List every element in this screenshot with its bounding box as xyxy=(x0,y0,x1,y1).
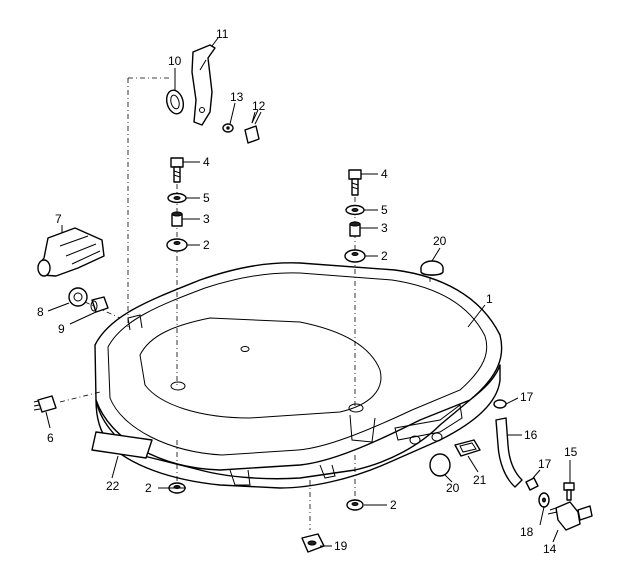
callout-10: 10 xyxy=(168,54,182,68)
callout-17: 17 xyxy=(520,390,534,404)
leader-lines xyxy=(45,37,571,547)
clip-17-upper xyxy=(493,399,507,409)
callout-8: 8 xyxy=(37,305,44,319)
callout-3: 3 xyxy=(381,221,388,235)
callout-20: 20 xyxy=(433,234,447,248)
grommet-10 xyxy=(165,89,185,115)
grommet-2-bottom-right xyxy=(346,499,364,511)
callout-7: 7 xyxy=(55,212,62,226)
bushing-8 xyxy=(68,287,88,307)
callout-3: 3 xyxy=(203,212,210,226)
callout-5: 5 xyxy=(203,191,210,205)
callout-18: 18 xyxy=(520,525,534,539)
bolt-4-left xyxy=(170,157,184,183)
washer-5-left xyxy=(167,192,187,204)
callout-5: 5 xyxy=(381,203,388,217)
collar-9 xyxy=(90,296,109,313)
clip-17-lower xyxy=(525,477,539,491)
callout-13: 13 xyxy=(230,90,244,104)
bolt-4-right xyxy=(348,169,362,196)
plug-20-lower xyxy=(429,453,451,477)
latch-hook xyxy=(191,44,216,126)
plug-20-upper xyxy=(420,260,444,276)
screw-12 xyxy=(244,109,262,144)
washer-18 xyxy=(538,492,550,508)
callout-2: 2 xyxy=(381,249,388,263)
callout-22: 22 xyxy=(106,479,120,493)
washer-13 xyxy=(222,123,234,133)
fitting-6 xyxy=(33,395,57,413)
tiller-handle-7 xyxy=(37,227,105,277)
callout-2: 2 xyxy=(145,481,152,495)
screw-15 xyxy=(563,482,575,501)
callout-20: 20 xyxy=(446,481,460,495)
lower-motor-cover xyxy=(94,262,503,489)
grommet-2-left xyxy=(166,238,188,252)
callout-2: 2 xyxy=(203,238,210,252)
callout-14: 14 xyxy=(543,542,557,556)
callout-11: 11 xyxy=(216,27,229,41)
callout-21: 21 xyxy=(473,473,487,487)
callout-1: 1 xyxy=(486,292,493,306)
callout-17: 17 xyxy=(538,457,552,471)
grommet-21 xyxy=(454,439,481,457)
callout-6: 6 xyxy=(47,431,54,445)
callout-12: 12 xyxy=(252,99,266,113)
fuel-connector-14 xyxy=(547,501,593,531)
decal-22 xyxy=(91,431,153,459)
hose-16 xyxy=(495,417,523,488)
callout-19: 19 xyxy=(334,539,348,553)
callout-9: 9 xyxy=(58,322,65,336)
callout-4: 4 xyxy=(381,167,388,181)
callout-labels: 1 2 2 2 2 3 3 4 4 5 5 6 7 8 9 10 11 12 1… xyxy=(37,27,578,556)
washer-5-right xyxy=(345,204,365,216)
callout-16: 16 xyxy=(524,428,538,442)
callout-4: 4 xyxy=(203,155,210,169)
callout-15: 15 xyxy=(564,445,578,459)
plug-19 xyxy=(301,533,325,553)
grommet-2-right xyxy=(344,249,366,263)
collar-3-right xyxy=(349,221,361,237)
collar-3-left xyxy=(171,211,183,227)
callout-2: 2 xyxy=(390,498,397,512)
